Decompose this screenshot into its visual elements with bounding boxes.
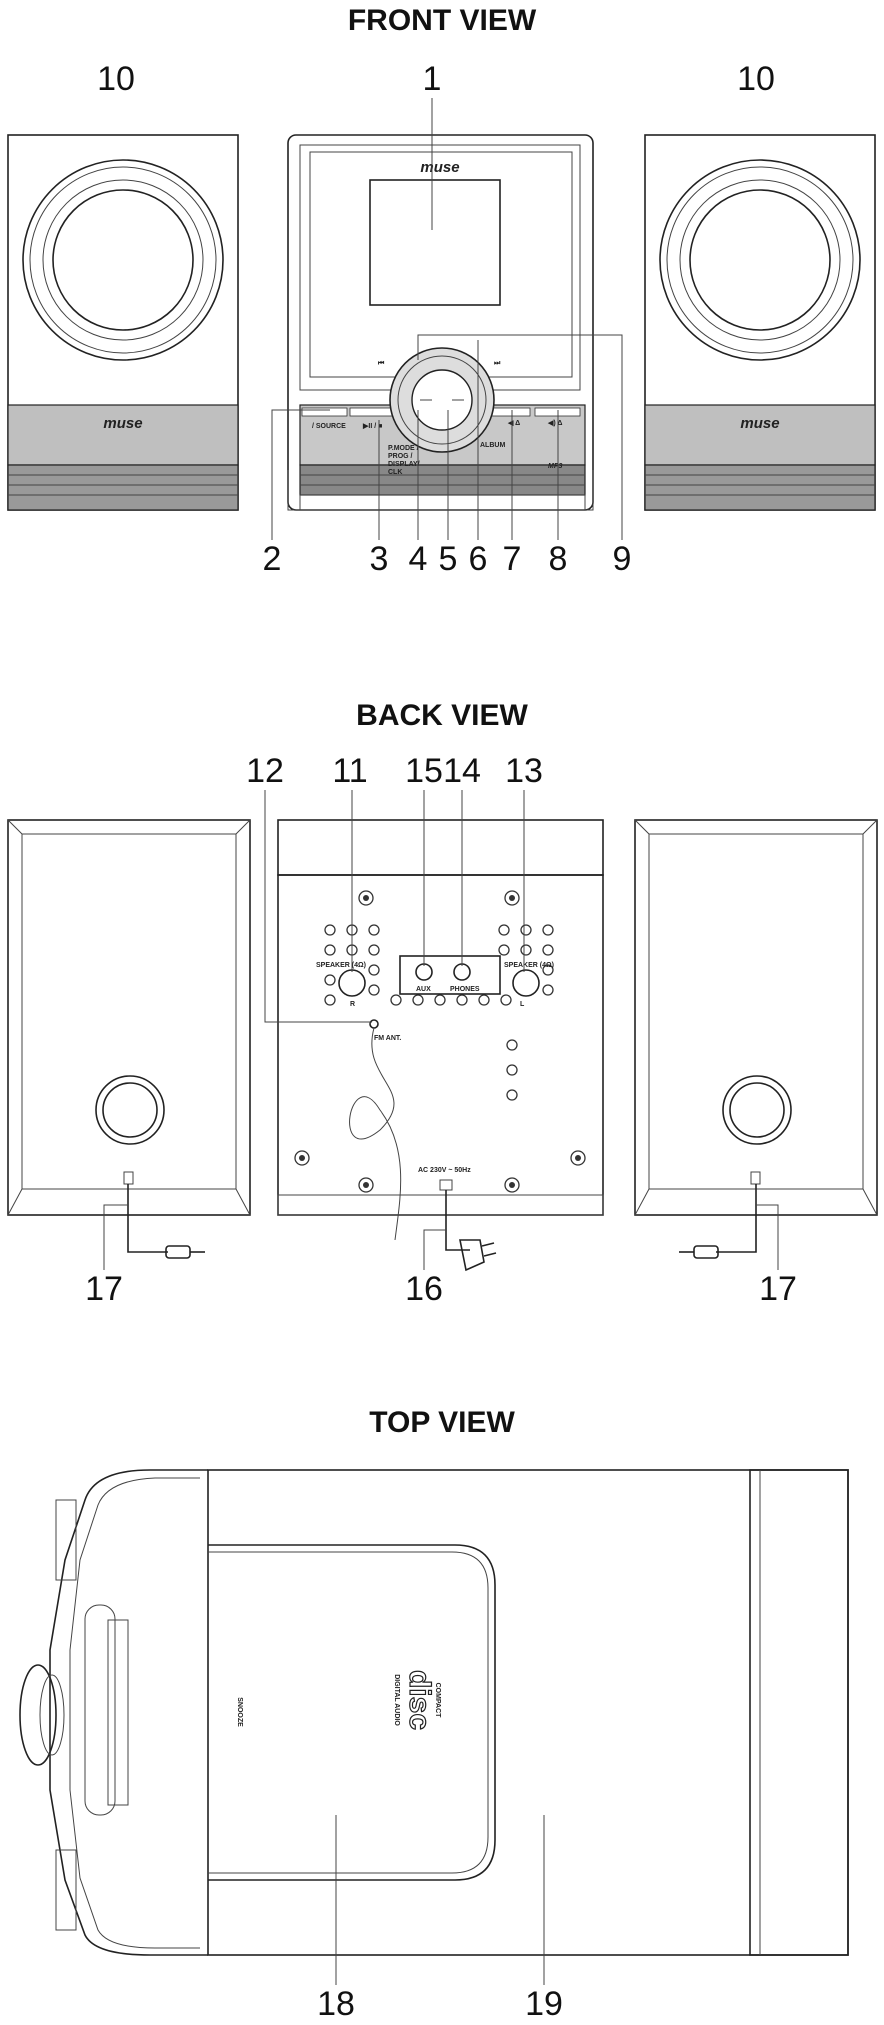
vent-holes-right [498, 924, 554, 996]
play-stop-label: ▶II / ■ [362, 423, 382, 430]
callout-13: 13 [505, 752, 543, 790]
compact-disc-logo: COMPACT disc DIGITAL AUDIO [393, 1669, 441, 1730]
fm-ant-label: FM ANT. [374, 1035, 401, 1042]
top-jog-dial [19, 1664, 57, 1766]
callout-3: 3 [370, 540, 389, 578]
phones-label: PHONES [450, 986, 480, 993]
callout-12: 12 [246, 752, 284, 790]
source-label: / SOURCE [312, 423, 346, 430]
callout-14: 14 [443, 752, 481, 790]
compact-text: COMPACT [434, 1683, 441, 1719]
skip-forward-icon: ⏭ [494, 360, 501, 367]
digital-audio-text: DIGITAL AUDIO [393, 1674, 400, 1726]
aux-label: AUX [416, 986, 431, 993]
back-main-unit: SPEAKER (4Ω) SPEAKER (4Ω) R L AUX PHONES… [277, 819, 604, 1272]
phones-jack [453, 963, 471, 981]
callout-10-right: 10 [737, 60, 775, 98]
left-speaker-brand: muse [103, 415, 142, 432]
back-left-speaker [7, 819, 251, 1259]
fm-antenna-jack [369, 1019, 379, 1029]
mp3-label: MP3 [548, 463, 563, 470]
lcd-display [369, 179, 501, 306]
callout-5: 5 [439, 540, 458, 578]
main-unit-brand: muse [420, 159, 459, 176]
speaker-l-label: SPEAKER (4Ω) [504, 962, 554, 969]
callout-10-left: 10 [97, 60, 135, 98]
front-left-speaker: muse [7, 134, 239, 511]
callout-8: 8 [549, 540, 568, 578]
album-label: ALBUM [480, 442, 505, 449]
back-right-speaker [634, 819, 878, 1259]
callout-18: 18 [317, 1985, 355, 2023]
ac-label: AC 230V ~ 50Hz [418, 1167, 471, 1174]
front-panel-profile [49, 1469, 208, 1956]
top-body [207, 1469, 849, 1956]
back-view: BACK VIEW [7, 699, 878, 1308]
callout-15: 15 [405, 752, 443, 790]
cd-door [208, 1544, 496, 1881]
callout-4: 4 [409, 540, 428, 578]
callout-19: 19 [525, 1985, 563, 2023]
back-view-title: BACK VIEW [356, 699, 528, 732]
speaker-r-label: SPEAKER (4Ω) [316, 962, 366, 969]
front-view: FRONT VIEW muse muse [7, 4, 876, 578]
speaker-terminal-l [512, 969, 540, 997]
front-view-title: FRONT VIEW [348, 4, 537, 37]
callout-1: 1 [423, 60, 442, 98]
right-speaker-brand: muse [740, 415, 779, 432]
top-view: TOP VIEW SNOOZE COMPACT disc DIGITAL AUD… [19, 1406, 849, 2023]
aux-jack [415, 963, 433, 981]
callout-7: 7 [503, 540, 522, 578]
power-plug-icon [459, 1239, 485, 1272]
snooze-label: SNOOZE [236, 1697, 243, 1727]
callout-6: 6 [469, 540, 488, 578]
callout-2: 2 [263, 540, 282, 578]
callout-17-right: 17 [759, 1270, 797, 1308]
callout-16: 16 [405, 1270, 443, 1308]
vol-down-label: ◀ Δ [507, 420, 520, 427]
vent-holes-bottom [390, 994, 518, 1101]
skip-back-icon: ⏮ [378, 360, 385, 367]
center-button [411, 369, 473, 431]
back-callouts: 12 11 15 14 13 17 16 17 [85, 752, 797, 1308]
callout-11: 11 [332, 752, 367, 790]
callout-9: 9 [613, 540, 632, 578]
speaker-terminal-r [338, 969, 366, 997]
disc-text: disc [403, 1670, 436, 1730]
vol-up-label: ◀) Δ [547, 420, 562, 427]
front-main-unit: muse ⏮ ⏭ / SOURCE ▶II / ■ P.MODE / PROG … [287, 134, 594, 511]
front-callouts: 10 1 10 2 3 4 5 6 7 8 9 [97, 60, 775, 578]
l-label: L [520, 1001, 525, 1008]
top-view-title: TOP VIEW [369, 1406, 515, 1439]
r-label: R [350, 1001, 355, 1008]
front-right-speaker: muse [644, 134, 876, 511]
callout-17-left: 17 [85, 1270, 123, 1308]
pmode-label: P.MODE / PROG / DISPLAY/ CLK [388, 445, 422, 476]
